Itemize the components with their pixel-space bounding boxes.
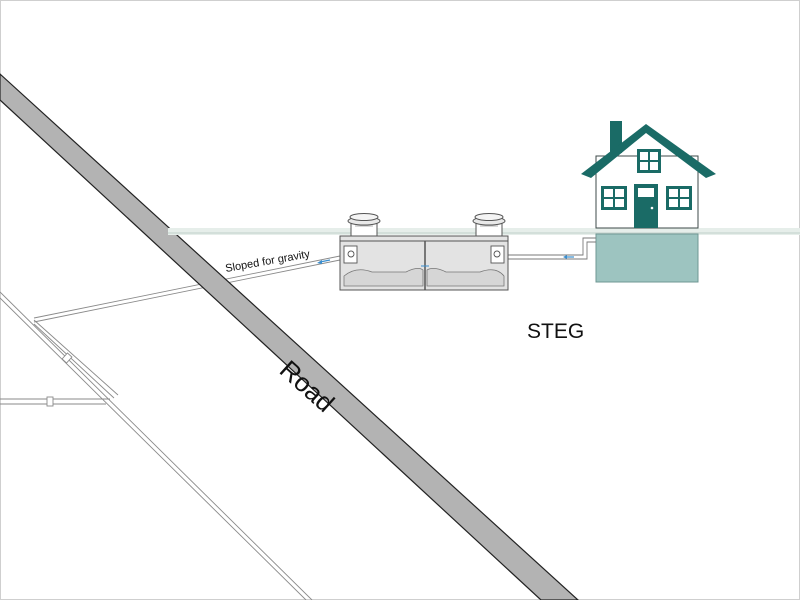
flow-arrow-inlet xyxy=(563,255,574,259)
pipe-fitting xyxy=(46,396,54,407)
inlet-tee xyxy=(490,245,505,264)
window-right xyxy=(666,186,692,210)
pipe-fitting xyxy=(61,352,73,364)
window-left xyxy=(601,186,627,210)
door xyxy=(634,184,658,228)
building-sewer-pipe xyxy=(508,237,596,260)
steg-label: STEG xyxy=(527,320,584,343)
pipe-fittings xyxy=(46,352,73,407)
roof xyxy=(581,124,716,178)
street-pipe-network xyxy=(0,255,341,600)
compartment-left xyxy=(343,268,424,287)
riser-right xyxy=(472,213,506,237)
riser-left xyxy=(347,213,381,237)
septic-tank xyxy=(339,213,509,291)
outlet-tee xyxy=(343,245,358,264)
compartment-right xyxy=(426,268,505,287)
house xyxy=(581,121,716,229)
flow-arrow-outlet xyxy=(317,259,331,264)
attic-window xyxy=(637,149,661,173)
road xyxy=(0,73,579,600)
house-basement xyxy=(595,233,699,283)
